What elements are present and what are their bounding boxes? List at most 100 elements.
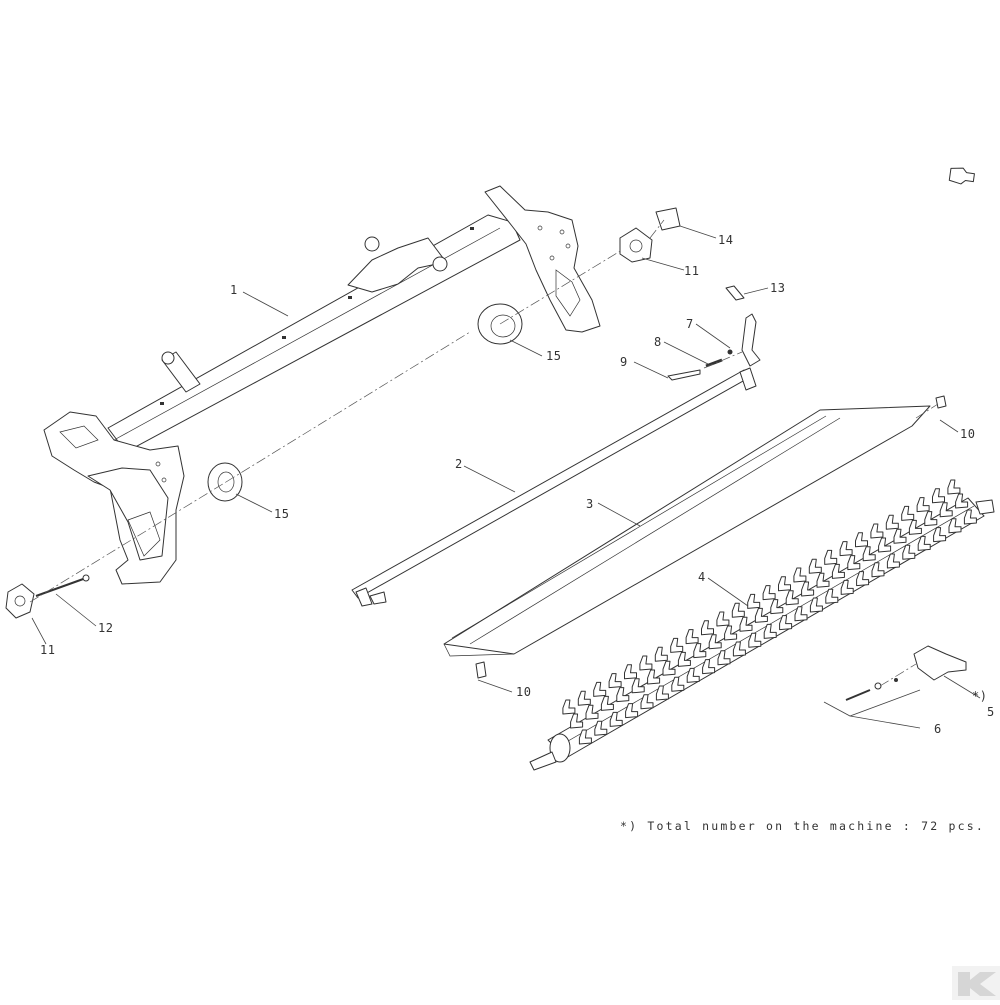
rotor-knife	[701, 620, 714, 636]
rotor-knife	[616, 687, 630, 703]
rotor-knife	[716, 611, 730, 627]
rotor-knife	[686, 667, 700, 683]
rotor-knife	[886, 553, 900, 569]
callout-7: 7	[686, 317, 694, 331]
rotor-knife	[916, 497, 930, 513]
rotor-knife	[585, 704, 599, 720]
pin-9	[667, 369, 701, 381]
rotor-knife	[809, 597, 823, 613]
knife-5	[913, 645, 967, 681]
rotor-knife	[732, 641, 746, 657]
rotor-knife	[631, 678, 645, 694]
bearing-disc-15b	[207, 462, 243, 502]
rotor-knife	[840, 579, 854, 595]
rotor-knife	[693, 643, 707, 659]
rotor-knife	[594, 720, 608, 736]
callout-10b: 10	[516, 685, 531, 699]
rotor-knife	[794, 606, 808, 622]
rotor-knife	[739, 616, 753, 632]
rotor-knife	[924, 511, 938, 527]
lever-7	[741, 313, 761, 367]
rotor-knife	[600, 695, 614, 711]
rotor-knife	[640, 694, 654, 710]
rotor-knife	[785, 590, 799, 606]
bracket-10b	[475, 661, 487, 679]
rotor-knife	[878, 537, 892, 553]
rotor-knife	[717, 650, 731, 666]
spring-8	[705, 349, 733, 368]
rotor-knife	[577, 690, 591, 706]
rotor-knife	[770, 599, 784, 615]
rotor-knife	[593, 681, 607, 697]
rotor-knife	[609, 711, 623, 727]
callout-11a: 11	[684, 264, 699, 278]
rotor-knife	[779, 615, 793, 631]
rotor-knife	[702, 659, 716, 675]
rotor-knife	[670, 637, 684, 653]
rotor-knife	[662, 660, 676, 676]
brand-logo-icon	[952, 966, 1000, 1000]
rotor-knife	[939, 502, 953, 518]
callout-14: 14	[718, 233, 733, 247]
rotor-knife	[855, 532, 868, 548]
sensor-14	[655, 207, 681, 231]
rotor-knife	[948, 518, 962, 534]
rotor-knife	[932, 488, 945, 504]
callout-12: 12	[98, 621, 113, 635]
rotor-knife	[908, 519, 922, 535]
rotor-knife	[578, 729, 592, 745]
rotor-knife	[839, 541, 853, 557]
rotor-knife	[816, 572, 830, 588]
rotor-knife	[624, 664, 637, 680]
callout-15a: 15	[546, 349, 561, 363]
bolt-set-6	[845, 678, 898, 701]
rotor-knife	[570, 713, 584, 729]
callout-10a: 10	[960, 427, 975, 441]
rotor-knife	[933, 527, 947, 543]
rotor-knife	[647, 669, 661, 685]
leader-lines	[31, 225, 981, 729]
rotor-knife	[801, 581, 815, 597]
rotor-knife	[893, 528, 907, 544]
callout-2: 2	[455, 457, 463, 471]
rotor-knife	[871, 562, 885, 578]
rotor-knife	[885, 514, 899, 530]
callout-15b: 15	[274, 507, 289, 521]
callout-1: 1	[230, 283, 238, 297]
rotor-4	[529, 479, 995, 771]
shim-13	[725, 285, 745, 301]
rotor-knife	[655, 685, 669, 701]
rotor-knife	[917, 535, 931, 551]
rotor-knife	[748, 632, 762, 648]
rotor-knife	[856, 571, 870, 587]
rotor-knife	[685, 629, 699, 645]
rotor-knife	[870, 523, 884, 539]
rotor-knife	[747, 593, 761, 609]
callout-5-note-mark: *)	[972, 689, 987, 703]
cover-plate-3	[443, 395, 947, 657]
rotor-knife	[901, 505, 915, 521]
rotor-knife	[902, 544, 916, 560]
callout-3: 3	[586, 497, 594, 511]
rotor-knife	[862, 546, 876, 562]
flange-bearing-11b	[5, 583, 35, 619]
callout-5: 5	[987, 705, 995, 719]
rotor-knife	[731, 602, 745, 618]
rotor-knife	[947, 479, 961, 495]
rotor-knife	[778, 576, 791, 592]
rotor-knife	[793, 567, 807, 583]
rotor-knife	[608, 673, 622, 689]
rotor-knife	[763, 623, 777, 639]
rotor-knife	[654, 646, 668, 662]
rotor-knife	[831, 563, 845, 579]
rotor-knives	[562, 479, 977, 745]
rotor-knife	[824, 549, 838, 565]
callout-9: 9	[620, 355, 628, 369]
rotor-knife	[963, 509, 977, 525]
callout-4: 4	[698, 570, 706, 584]
shaft-2	[351, 367, 757, 607]
footnote: *) Total number on the machine : 72 pcs.	[620, 819, 985, 833]
rotor-knife	[847, 555, 861, 571]
direction-arrow-icon	[948, 167, 975, 185]
main-frame	[43, 185, 601, 585]
